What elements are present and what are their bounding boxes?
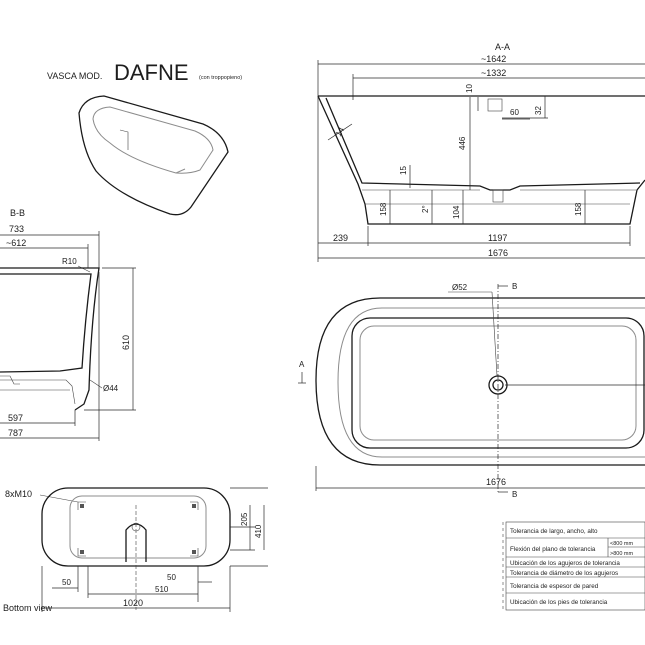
bathtub-perspective [78,95,229,216]
dim-aa-slope: 15 [399,166,408,175]
dim-aa-depth: 446 [458,136,467,150]
dim-aa-overall-outer: ~1642 [481,54,506,64]
bottom-half-width: 205 [240,512,249,526]
tol-row-1: Tolerancia de largo, ancho, alto [510,528,598,535]
tol-row-5: Tolerancia de espesor de pared [510,583,599,590]
dim-bb-top-outer: 733 [9,224,24,234]
tol-row-6: Ubicación de los pies de tolerancia [510,599,608,606]
bottom-edge-left: 50 [62,578,71,587]
dim-bb-top-inner: ~612 [6,238,26,248]
tolerance-table: Tolerancia de largo, ancho, alto Flexión… [502,521,645,612]
bottom-view: 8xM10 205 410 50 50 510 [3,487,268,613]
dim-aa-floor-len: 1197 [488,233,507,243]
dim-aa-total: 1676 [488,248,508,258]
plan-section-b-bottom: B [512,490,517,499]
plan-view: B B A Ø52 1676 [298,282,645,499]
bottom-edge-right: 50 [167,573,176,582]
section-bb-label: B-B [10,208,25,218]
title-model: DAFNE [114,60,189,85]
plan-section-a: A [299,360,305,369]
dim-aa-offset: 239 [333,233,348,243]
bottom-width: 410 [254,524,263,538]
dim-aa-floor-thk: 104 [452,205,461,219]
section-aa: A-A ~1642 ~1332 10 60 32 14 446 15 2° [317,42,645,262]
plan-drain-dia: Ø52 [452,283,468,292]
title-block: VASCA MOD. DAFNE (con troppopieno) [47,60,242,85]
dim-aa-foot-right: 158 [574,202,583,216]
plan-length: 1676 [486,477,506,487]
dim-aa-drain-w: 60 [510,108,519,117]
plan-section-b-top: B [512,282,517,291]
tol-sub-row-2: >800 mm [610,551,633,557]
dim-bb-radius: R10 [62,257,77,266]
bottom-holes-label: 8xM10 [5,489,32,499]
dim-bb-base-inner: 597 [8,413,23,423]
dim-aa-drain-h: 32 [534,106,543,115]
section-bb: B-B 733 ~612 R10 610 Ø44 597 787 [0,208,136,441]
bottom-inner-span: 510 [155,585,169,594]
dim-aa-angle: 2° [421,205,430,213]
bottom-view-label: Bottom view [3,603,53,613]
tol-row-3: Ubicación de los agujeros de tolerancia [510,560,620,567]
tol-row-4: Tolerancia de diámetro de los agujeros [510,570,618,577]
title-prefix: VASCA MOD. [47,71,102,81]
dim-bb-base-outer: 787 [8,428,23,438]
title-note: (con troppopieno) [199,75,242,81]
bottom-outer-span: 1020 [123,598,143,608]
tol-row-2: Flexión del plano de tolerancia [510,546,596,553]
dim-aa-overall-inner: ~1332 [481,68,506,78]
tol-sub-row-1: <800 mm [610,541,633,547]
dim-bb-height: 610 [121,335,131,350]
dim-bb-drain-dia: Ø44 [103,384,119,393]
dim-aa-rim: 10 [465,84,474,93]
section-aa-label: A-A [495,42,510,52]
dim-aa-foot-left: 158 [379,202,388,216]
